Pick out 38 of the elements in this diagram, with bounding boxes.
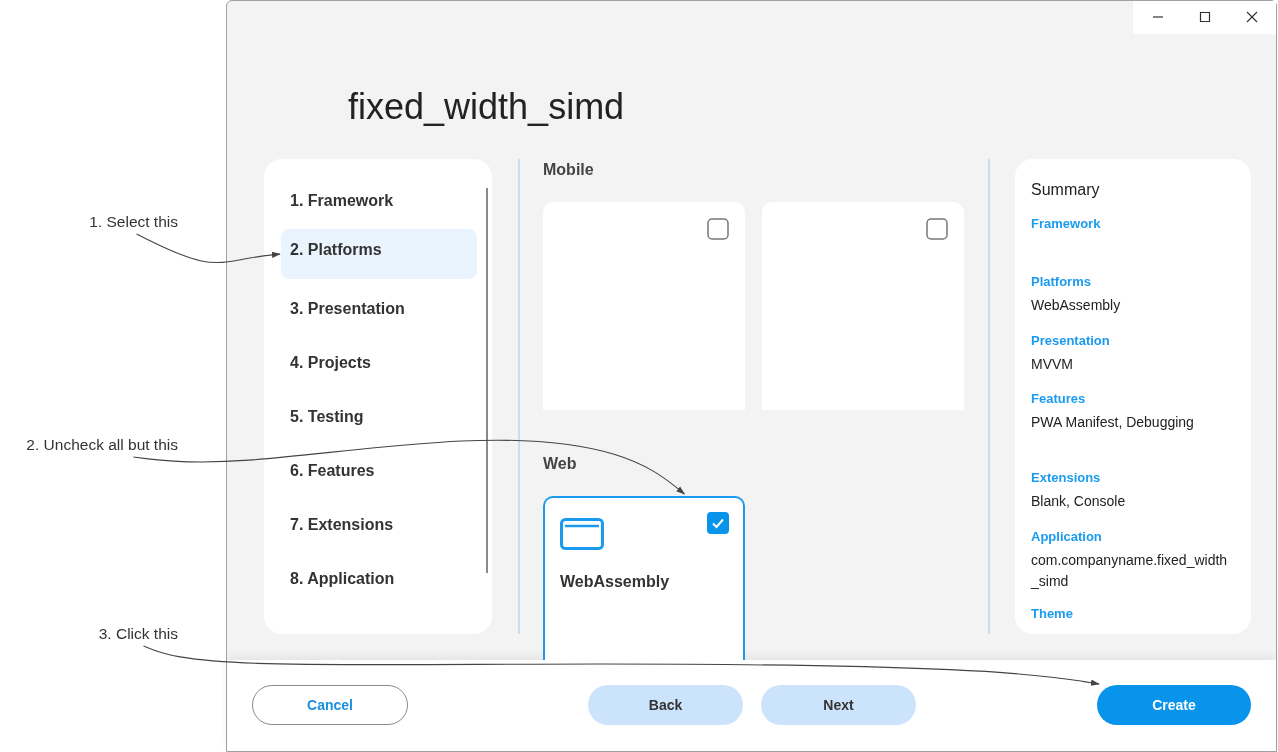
callout-text: 2. Uncheck all but this: [0, 436, 178, 454]
summary-key: Theme: [1031, 604, 1231, 624]
nav-item: 3. Presentation: [290, 299, 406, 319]
button: Create: [1097, 685, 1251, 725]
callout-text: 3. Click this: [40, 625, 178, 643]
summary-key: Extensions: [1031, 468, 1231, 488]
summary-value: WebAssembly: [1031, 296, 1122, 315]
window-title: fixed_width_simd: [348, 85, 626, 129]
nav-item: 8. Application: [290, 569, 396, 589]
card-title: WebAssembly: [560, 573, 670, 591]
arrow: [142, 645, 1100, 686]
platform-card: [543, 496, 745, 660]
nav-item: 5. Testing: [290, 407, 365, 427]
button: Cancel: [252, 685, 408, 725]
summary-key: Application: [1031, 527, 1231, 547]
summary-key: Features: [1031, 389, 1231, 409]
section-heading: Mobile: [543, 160, 595, 180]
nav-item: 4. Projects: [290, 353, 372, 373]
card: [543, 202, 745, 410]
panel-heading: Summary: [1031, 180, 1101, 200]
callout-text: 1. Select this: [40, 213, 178, 231]
nav-item: 1. Framework: [290, 191, 395, 211]
nav-item: 6. Features: [290, 461, 376, 481]
summary-value: Blank, Console: [1031, 492, 1127, 511]
selected-nav-item: 2. Platforms: [281, 229, 477, 279]
button: Next: [761, 685, 916, 725]
summary-value: com.companyname.fixed_width_simd: [1031, 551, 1229, 591]
summary-key: Presentation: [1031, 331, 1231, 351]
button: Back: [588, 685, 743, 725]
arrow: [136, 233, 281, 264]
arrow: [132, 439, 686, 495]
summary-key: Framework: [1031, 214, 1231, 234]
section-heading: Web: [543, 454, 578, 474]
summary-value: MVVM: [1031, 355, 1074, 374]
nav-item: 7. Extensions: [290, 515, 395, 535]
card: [762, 202, 964, 410]
summary-key: Platforms: [1031, 272, 1231, 292]
summary-value: PWA Manifest, Debugging: [1031, 413, 1195, 432]
